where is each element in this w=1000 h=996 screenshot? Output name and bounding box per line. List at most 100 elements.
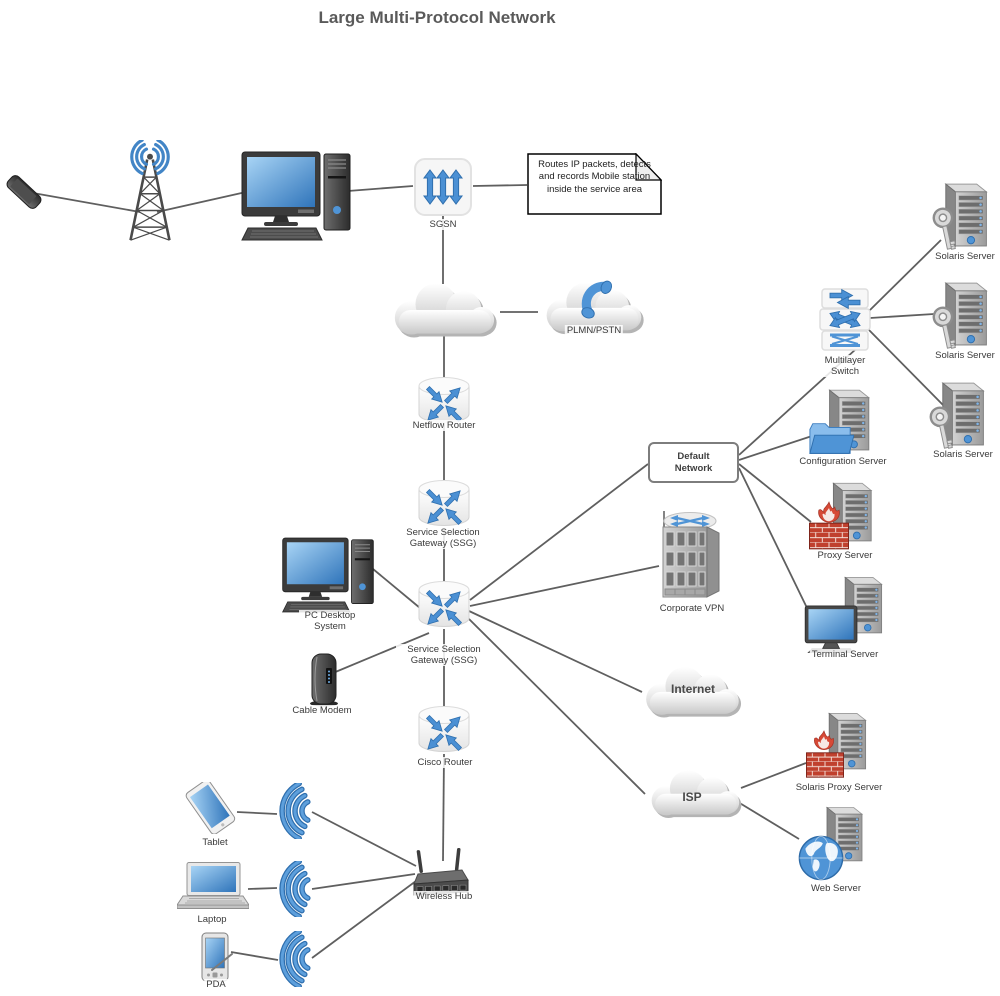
edge-cisco-hub <box>442 753 445 862</box>
pc-desktop-system-node[interactable] <box>281 536 375 614</box>
edge-switch-solaris1 <box>868 239 942 312</box>
monitor-icon <box>804 605 858 653</box>
internet-label: Internet <box>670 682 716 696</box>
solaris-proxy-server-label: Solaris Proxy Server <box>793 782 885 794</box>
edge-sgsn-note <box>472 184 528 187</box>
proxy-server-icon <box>809 482 872 550</box>
ssg1-router-icon <box>417 480 471 530</box>
diagram-title: Large Multi-Protocol Network <box>318 8 556 27</box>
ssg2-node[interactable] <box>417 581 471 631</box>
solaris-server-2-node[interactable] <box>930 279 1000 355</box>
configuration-server-node[interactable] <box>800 384 886 460</box>
edge-isp-web <box>737 801 800 840</box>
solaris-server-3-label: Solaris Server <box>931 449 995 461</box>
default-network-label: Default Network <box>674 450 713 474</box>
ssg1-label: Service Selection Gateway (SSG) <box>395 527 491 550</box>
wifi-signal-1-node <box>271 783 313 839</box>
default-network-box[interactable]: Default Network <box>648 442 739 483</box>
edge-defaultnet-config <box>738 435 813 461</box>
ssg2-router-icon <box>417 581 471 631</box>
isp-label: ISP <box>682 790 702 804</box>
radio-tower-node[interactable] <box>122 140 178 242</box>
edge-ssg2-modem <box>332 632 430 674</box>
solaris-server-3-node[interactable] <box>927 379 997 455</box>
solaris-proxy-server-node[interactable] <box>798 707 884 787</box>
configuration-server-label: Configuration Server <box>797 456 889 468</box>
note-node[interactable] <box>527 153 662 215</box>
multilayer-switch-node[interactable] <box>817 287 873 353</box>
edge-ssg2-internet <box>468 610 643 693</box>
solaris-server-icon <box>932 183 987 253</box>
edge-ssg2-defaultnet <box>469 463 649 601</box>
edge-hub-wifi3 <box>311 880 417 959</box>
edge-phone-tower <box>32 192 141 213</box>
wifi-signal-icon <box>271 931 313 987</box>
edge-isp-solarisproxy <box>740 762 807 789</box>
terminal-server-node[interactable] <box>800 565 890 653</box>
note-icon <box>527 153 662 215</box>
laptop-label: Laptop <box>195 914 229 926</box>
edge-switch-solaris2 <box>869 313 935 319</box>
mobile-phone-node[interactable] <box>2 170 46 214</box>
solaris-server-1-label: Solaris Server <box>933 251 997 263</box>
pc-desktop-system-icon <box>281 536 375 614</box>
edge-desktop-sgsn <box>347 185 414 192</box>
cable-modem-label: Cable Modem <box>290 705 354 717</box>
pc-desktop-system-label: PC Desktop System <box>299 610 361 633</box>
desktop-computer-node[interactable] <box>240 150 352 242</box>
multilayer-switch-label: Multilayer Switch <box>814 355 876 378</box>
solaris-proxy-server-icon <box>806 712 867 778</box>
sgsn-icon <box>413 157 473 217</box>
laptop-node[interactable] <box>177 861 249 913</box>
globe-icon <box>798 835 844 881</box>
ssg2-label: Service Selection Gateway (SSG) <box>396 644 492 667</box>
wifi-signal-2-node <box>271 861 313 917</box>
cisco-router-icon <box>417 706 471 756</box>
cloud-node[interactable] <box>385 276 503 340</box>
proxy-server-node[interactable] <box>800 477 886 557</box>
edge-defaultnet-terminal <box>738 467 809 611</box>
tablet-node[interactable] <box>184 782 238 834</box>
configuration-server-icon <box>809 389 870 454</box>
pda-node[interactable] <box>196 932 236 984</box>
edge-switch-solaris3 <box>868 329 945 407</box>
edge-wifi1-tablet <box>236 811 278 815</box>
note-text: Routes IP packets, detects and records M… <box>538 159 651 195</box>
edge-wifi3-pda <box>230 951 279 961</box>
corporate-vpn-building-icon <box>655 509 727 605</box>
edge-hub-wifi1 <box>311 811 417 867</box>
edge-ssg2-isp <box>466 616 646 795</box>
cloud-icon <box>385 276 503 340</box>
pda-label: PDA <box>204 979 228 991</box>
cable-modem-node[interactable] <box>299 652 349 708</box>
corporate-vpn-node[interactable] <box>655 509 727 605</box>
firewall-icon <box>806 752 844 778</box>
web-server-node[interactable] <box>796 799 880 885</box>
solaris-server-icon <box>929 382 984 452</box>
edge-defaultnet-proxy <box>738 463 812 523</box>
edge-tower-desktop <box>156 191 247 213</box>
wifi-signal-icon <box>271 783 313 839</box>
radio-tower-icon <box>122 140 178 242</box>
solaris-server-1-node[interactable] <box>930 180 1000 256</box>
desktop-computer-icon <box>240 150 352 242</box>
tablet-icon <box>184 782 238 834</box>
edge-ssg2-vpn <box>469 565 660 607</box>
cable-modem-icon <box>299 652 349 708</box>
netflow-router-label: Netflow Router <box>410 420 478 432</box>
mobile-phone-icon <box>2 170 46 214</box>
ssg1-node[interactable] <box>417 480 471 530</box>
wifi-signal-icon <box>271 861 313 917</box>
terminal-server-label: Terminal Server <box>809 649 881 661</box>
phone-handset-icon <box>578 277 620 325</box>
multilayer-switch-icon <box>817 287 873 353</box>
sgsn-label: SGSN <box>427 219 459 231</box>
solaris-server-icon <box>932 282 987 352</box>
edge-wifi2-laptop <box>247 887 278 890</box>
sgsn-node[interactable] <box>413 157 473 217</box>
plmn-pstn-label: PLMN/PSTN <box>564 325 624 337</box>
cisco-router-node[interactable] <box>417 706 471 756</box>
wifi-signal-3-node <box>271 931 313 987</box>
